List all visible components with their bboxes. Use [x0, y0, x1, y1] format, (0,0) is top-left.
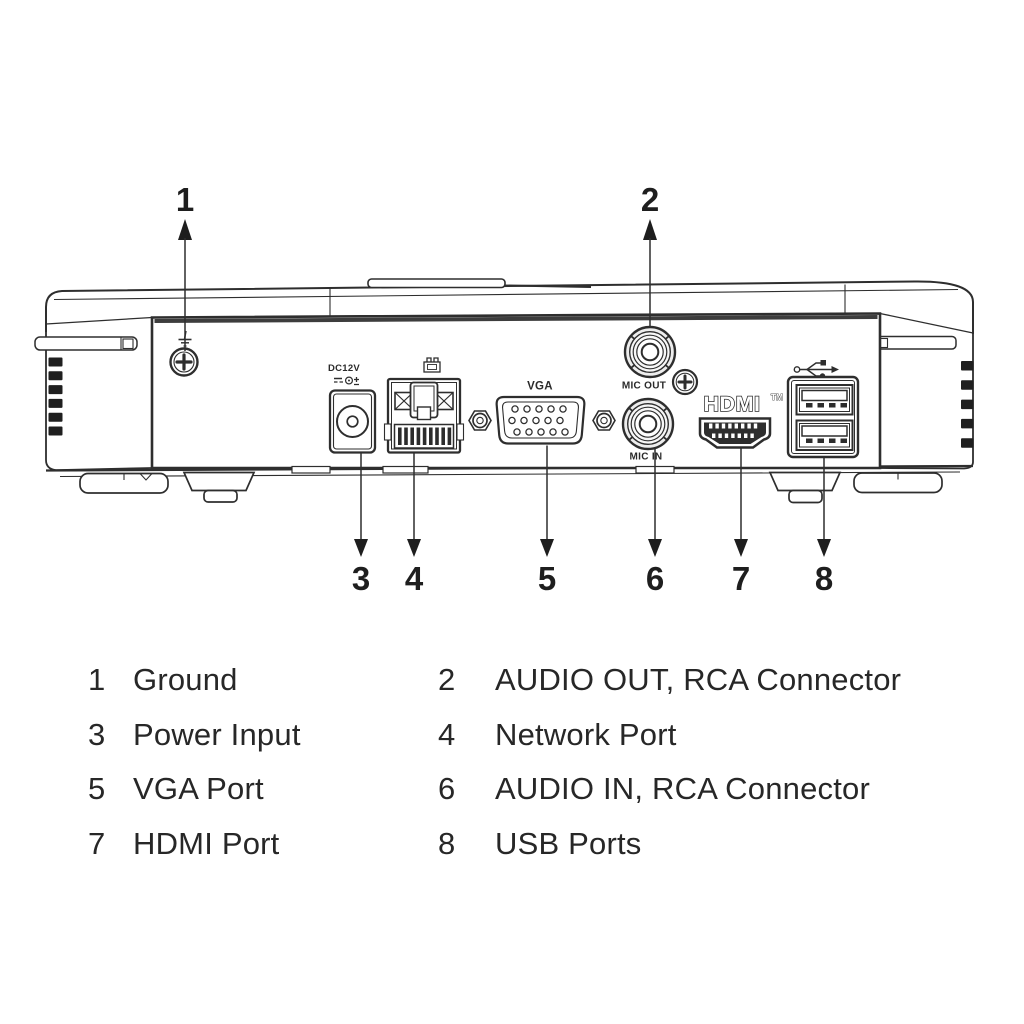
hdmi-pins: [709, 423, 758, 438]
vga-port: VGA: [468, 381, 616, 445]
hdmi-logo: HDMI: [704, 392, 761, 416]
callout-8-number: 8: [815, 560, 833, 597]
legend-number: 4: [438, 716, 456, 752]
vga-nut-left: [468, 410, 492, 431]
legend-number: 5: [88, 771, 106, 806]
legend-item-7: 7 HDMI Port: [88, 825, 438, 882]
mic-out-label: MIC OUT: [622, 381, 666, 392]
callout-2-number: 2: [641, 181, 659, 218]
legend-label: AUDIO OUT, RCA Connector: [495, 662, 902, 697]
hdmi-tm-mark: TM: [771, 392, 783, 402]
power-input-port: DC12V: [328, 363, 377, 454]
usb-port-bottom: [795, 419, 854, 451]
legend-number: 8: [438, 825, 456, 861]
legend-grid: 1 Ground 2 AUDIO OUT, RCA Connector 3 Po…: [88, 663, 1024, 881]
vent-slots-left: [48, 357, 63, 436]
power-label: DC12V: [328, 363, 360, 374]
legend-number: 3: [88, 716, 106, 752]
ground-screw: [169, 347, 199, 377]
callout-6: 6: [646, 448, 664, 597]
panel-screw: [671, 368, 699, 396]
legend-label: Network Port: [495, 716, 677, 752]
hdmi-port: HDMI TM: [698, 391, 784, 449]
left-side-groove: [34, 336, 138, 351]
legend-item-8: 8 USB Ports: [438, 825, 1024, 882]
callout-7-number: 7: [732, 560, 750, 597]
network-led-right: [434, 391, 454, 411]
callout-8: 8: [815, 456, 833, 597]
callout-2: 2: [641, 181, 659, 326]
legend-label: Ground: [133, 662, 238, 697]
rear-panel-plate: [150, 312, 882, 470]
legend-item-6: 6 AUDIO IN, RCA Connector: [438, 772, 1024, 827]
network-port: [383, 357, 465, 454]
callout-6-number: 6: [646, 560, 664, 597]
callout-5-number: 5: [538, 560, 556, 597]
legend-item-4: 4 Network Port: [438, 716, 1024, 773]
legend-item-3: 3 Power Input: [88, 716, 438, 773]
lid-notch: [367, 278, 506, 289]
legend-label: HDMI Port: [133, 825, 280, 861]
vga-label: VGA: [527, 381, 553, 393]
rear-panel-svg: DC12V: [34, 181, 974, 597]
legend-label: VGA Port: [133, 771, 264, 806]
legend-number: 1: [88, 662, 106, 697]
legend: 1 Ground 2 AUDIO OUT, RCA Connector 3 Po…: [0, 663, 1024, 881]
network-pins: [398, 427, 452, 445]
network-led-left: [394, 391, 414, 411]
callout-7: 7: [732, 448, 750, 597]
callout-4: 4: [405, 452, 424, 597]
network-port-icon: [423, 357, 441, 373]
vga-pin-holes: [508, 405, 569, 436]
callout-4-number: 4: [405, 560, 424, 597]
vga-nut-right: [592, 410, 616, 431]
audio-in-rca: MIC IN: [621, 397, 675, 463]
audio-out-rca: MIC OUT: [622, 325, 677, 392]
usb-port-top: [795, 384, 854, 416]
legend-label: Power Input: [133, 716, 301, 752]
legend-number: 2: [438, 662, 456, 697]
legend-item-1: 1 Ground: [88, 663, 438, 718]
mic-in-label: MIC IN: [630, 452, 663, 463]
usb-ports: [786, 375, 860, 459]
vent-slots-right: [961, 361, 974, 448]
right-side-groove: [876, 335, 957, 350]
legend-number: 6: [438, 771, 456, 806]
rear-panel-diagram: DC12V: [34, 181, 974, 597]
legend-label: USB Ports: [495, 825, 642, 861]
callout-5: 5: [538, 445, 556, 597]
legend-item-5: 5 VGA Port: [88, 772, 438, 827]
callout-3-number: 3: [352, 560, 370, 597]
callout-1: 1: [176, 181, 194, 351]
device-feet: [79, 465, 943, 504]
callout-1-number: 1: [176, 181, 194, 218]
dc-polarity-symbol: [334, 376, 359, 386]
legend-item-2: 2 AUDIO OUT, RCA Connector: [438, 663, 1024, 718]
legend-number: 7: [88, 825, 106, 861]
legend-label: AUDIO IN, RCA Connector: [495, 771, 870, 806]
callout-3: 3: [352, 452, 370, 597]
